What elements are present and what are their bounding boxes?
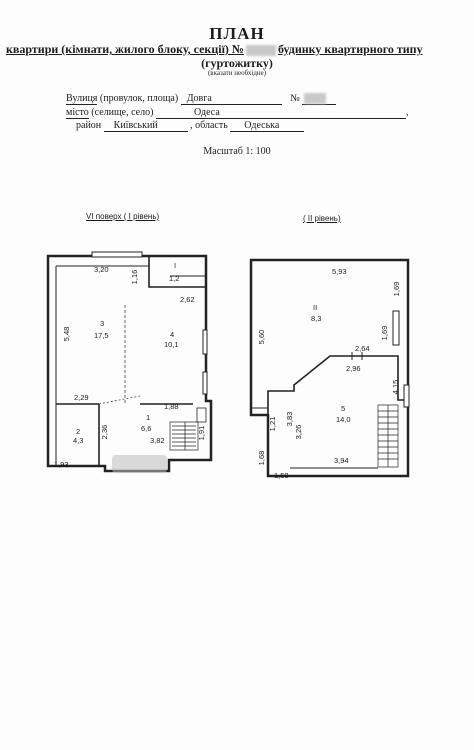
- room-2-area: 4,3: [73, 436, 83, 445]
- dim-3-83: 3,83: [285, 412, 294, 427]
- heading-part2: будинку квартирного типу: [277, 42, 423, 56]
- dim-1-69-mid: 1,69: [380, 326, 389, 341]
- dim-1-69-top: 1,69: [392, 282, 401, 297]
- level2-labels: 5,93 1,69 ІІ 8,3 5,60 1,69 2,64 2,96 4,1…: [257, 267, 401, 480]
- room-II-area: 8,3: [311, 314, 321, 323]
- dim-2-29: 2,29: [74, 393, 89, 402]
- document-heading: квартири (кімнати, жилого блоку, секції)…: [6, 42, 423, 57]
- dim-5-60: 5,60: [257, 330, 266, 345]
- level2-title: ( ІІ рівень): [303, 214, 341, 223]
- scale-label: Масштаб 1: 100: [203, 146, 271, 157]
- room-4-num: 4: [170, 330, 174, 339]
- room-5-num: 5: [341, 404, 345, 413]
- redacted-entry: [112, 455, 167, 473]
- level1-plan: [46, 251, 213, 473]
- street-rest: (провулок, площа): [99, 93, 179, 104]
- room-1-num: 1: [146, 413, 150, 422]
- room-I-num: І: [174, 261, 176, 270]
- city-label: місто: [66, 107, 89, 119]
- district-value: Київський: [103, 120, 188, 132]
- district-line: район Київський , область Одеська: [76, 120, 305, 132]
- dim-2-96: 2,96: [346, 364, 361, 373]
- dim-3-82: 3,82: [150, 436, 165, 445]
- dim-1-88: 1,88: [164, 402, 179, 411]
- street-line: Вулиця (провулок, площа) Довга №: [66, 93, 337, 106]
- document-note: (вказати необхідне): [207, 69, 267, 77]
- dim-2-36: 2,36: [100, 425, 109, 440]
- city-line: місто (селище, село) Одеса,: [66, 107, 409, 119]
- dim-1-16: 1,16: [130, 270, 139, 285]
- dim-3-26: 3,26: [294, 425, 303, 440]
- district-label: район: [76, 120, 102, 131]
- street-label: Вулиця: [66, 93, 98, 105]
- room-2-num: 2: [76, 427, 80, 436]
- dim-2-64: 2,64: [355, 344, 370, 353]
- dim-1-91: 1,91: [197, 426, 206, 441]
- level2-plan: [249, 258, 410, 478]
- document-title: ПЛАН: [209, 24, 265, 43]
- region-value: Одеська: [230, 120, 305, 132]
- redacted-number: [245, 44, 276, 56]
- dim-3-94: 3,94: [334, 456, 349, 465]
- room-5-area: 14,0: [336, 415, 351, 424]
- region-label: , область: [190, 120, 228, 131]
- room-4-area: 10,1: [164, 340, 179, 349]
- dim-3-20: 3,20: [94, 265, 109, 274]
- heading-part1: квартири (кімнати, жилого блоку, секції)…: [6, 42, 244, 56]
- dim-5-93: 5,93: [332, 267, 347, 276]
- room-3-area: 17,5: [94, 331, 109, 340]
- dim-4-15: 4,15: [391, 380, 400, 395]
- dim-1-93: 1,93: [54, 460, 69, 469]
- dim-1-68: 1,68: [257, 451, 266, 466]
- room-3-num: 3: [100, 319, 104, 328]
- dim-1-21: 1,21: [268, 417, 277, 432]
- level1-title: VI поверх ( І рівень): [86, 212, 160, 221]
- city-value: Одеса: [155, 107, 406, 119]
- dim-5-48: 5,48: [62, 327, 71, 342]
- document-subheading: (гуртожитку): [201, 56, 273, 70]
- room-1-area: 6,6: [141, 424, 151, 433]
- city-rest: (селище, село): [91, 107, 154, 118]
- level1-labels: 3,20 1,16 І 1,2 2,62 5,48 3 17,5 4 10,1 …: [54, 261, 206, 469]
- room-I-area: 1,2: [169, 274, 179, 283]
- number-value-redacted: [302, 93, 337, 106]
- dim-2-62: 2,62: [180, 295, 195, 304]
- dim-1-58: 1,58: [274, 471, 289, 480]
- room-II-num: ІІ: [313, 303, 317, 312]
- number-label: №: [290, 93, 300, 104]
- street-value: Довга: [180, 93, 282, 105]
